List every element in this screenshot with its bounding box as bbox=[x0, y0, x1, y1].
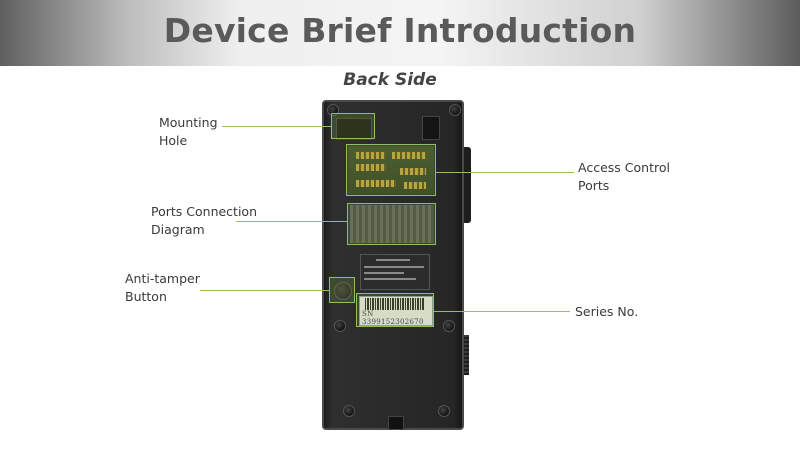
port-connector bbox=[356, 180, 396, 187]
port-connector bbox=[400, 168, 426, 175]
port-connector bbox=[356, 152, 386, 159]
screw-icon bbox=[443, 320, 455, 332]
screw-icon bbox=[334, 320, 346, 332]
title-banner: Device Brief Introduction bbox=[0, 0, 800, 66]
port-connector bbox=[404, 182, 426, 189]
mounting-hole-shape bbox=[336, 118, 372, 140]
label-line: Mounting bbox=[159, 115, 218, 130]
access-control-ports-highlight bbox=[346, 144, 436, 196]
ports-diagram-highlight bbox=[347, 203, 436, 245]
mounting-hole-leader-line bbox=[222, 126, 332, 127]
mounting-slot-shape bbox=[422, 116, 440, 140]
sticker-text-line bbox=[364, 272, 404, 274]
sticker-text-line bbox=[364, 278, 416, 280]
ports-connection-diagram-label: Ports Connection Diagram bbox=[151, 203, 257, 239]
label-line: Ports bbox=[578, 178, 610, 193]
series-no-label: Series No. bbox=[575, 304, 639, 319]
sticker-text-line bbox=[364, 266, 424, 268]
section-subtitle: Back Side bbox=[343, 70, 437, 90]
label-line: Access Control bbox=[578, 160, 670, 175]
device-side-edge bbox=[464, 147, 471, 223]
label-line: Button bbox=[125, 289, 167, 304]
screw-icon bbox=[449, 104, 461, 116]
bottom-slot bbox=[388, 416, 404, 430]
anti-tamper-button-label: Anti-tamper Button bbox=[125, 270, 200, 306]
port-connector bbox=[356, 164, 386, 171]
ports-diagram-panel bbox=[350, 205, 434, 243]
sticker-text-line bbox=[376, 259, 410, 261]
access-control-ports-label: Access Control Ports bbox=[578, 159, 670, 195]
anti-tamper-leader-line bbox=[200, 290, 330, 291]
screw-icon bbox=[438, 405, 450, 417]
ports-diagram-leader-line bbox=[236, 221, 348, 222]
screw-icon bbox=[343, 405, 355, 417]
access-control-leader-line bbox=[436, 172, 574, 173]
label-line: Diagram bbox=[151, 222, 205, 237]
label-line: Hole bbox=[159, 133, 188, 148]
port-connector bbox=[392, 152, 426, 159]
series-no-leader-line bbox=[434, 311, 570, 312]
series-no-highlight bbox=[356, 293, 434, 327]
label-line: Ports Connection bbox=[151, 204, 257, 219]
anti-tamper-button-shape bbox=[334, 282, 352, 300]
mounting-hole-highlight bbox=[331, 113, 375, 139]
barcode-icon bbox=[365, 298, 425, 310]
label-line: Anti-tamper bbox=[125, 271, 200, 286]
device-side-vent bbox=[464, 335, 469, 375]
page-title: Device Brief Introduction bbox=[163, 11, 637, 50]
serial-number-text: SN 3399152302670 bbox=[362, 310, 424, 326]
anti-tamper-highlight bbox=[329, 277, 355, 303]
mounting-hole-label: Mounting Hole bbox=[159, 114, 218, 150]
